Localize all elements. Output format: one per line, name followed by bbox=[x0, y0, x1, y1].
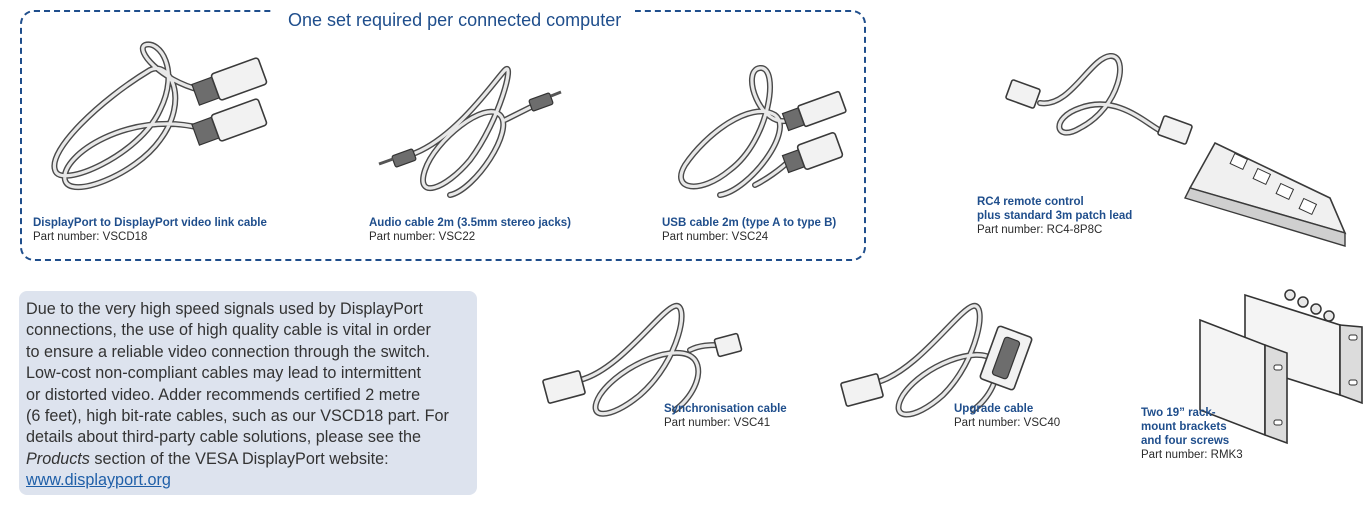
screws bbox=[1284, 289, 1335, 322]
remote-control-unit bbox=[1184, 141, 1347, 247]
caption-usb-cable: USB cable 2m (type A to type B) Part num… bbox=[662, 216, 836, 244]
caption-upgrade-cable: Upgrade cable Part number: VSC40 bbox=[954, 402, 1060, 430]
item-part-number: Part number: RMK3 bbox=[1141, 449, 1243, 461]
note-line: (6 feet), high bit-rate cables, such as … bbox=[26, 407, 449, 426]
audio-jack-left bbox=[378, 148, 417, 168]
caption-rc4-remote: RC4 remote control plus standard 3m patc… bbox=[977, 195, 1132, 237]
audio-cable-loop bbox=[407, 65, 538, 198]
note-line-rest: section of the VESA DisplayPort website: bbox=[89, 449, 389, 468]
item-part-number: Part number: VSC22 bbox=[369, 231, 476, 243]
displayport-cable-image bbox=[51, 41, 268, 191]
audio-cable-image bbox=[378, 65, 562, 198]
note-line: or distorted video. Adder recommends cer… bbox=[26, 385, 421, 404]
cable-quality-note: Due to the very high speed signals used … bbox=[19, 291, 477, 495]
usb-cable-loop bbox=[678, 65, 793, 198]
bracket-front bbox=[1199, 318, 1288, 445]
sync-cable-image bbox=[542, 302, 743, 417]
rj45-plug-left bbox=[542, 370, 586, 404]
usb-cable-image bbox=[678, 65, 847, 198]
frame-title: One set required per connected computer bbox=[274, 10, 636, 30]
displayport-cable-loop bbox=[51, 41, 203, 191]
note-line: connections, the use of high quality cab… bbox=[26, 321, 431, 340]
sync-cable-loop bbox=[577, 302, 723, 417]
upgrade-cable-loop bbox=[875, 302, 1000, 418]
audio-jack-right bbox=[528, 90, 562, 112]
patch-lead bbox=[1005, 53, 1193, 145]
displayport-website-link[interactable]: www.displayport.org bbox=[26, 471, 171, 490]
item-name-line1: Two 19” rack- bbox=[1141, 407, 1216, 419]
caption-audio-cable: Audio cable 2m (3.5mm stereo jacks) Part… bbox=[369, 216, 571, 244]
note-line: details about third-party cable solution… bbox=[26, 428, 422, 447]
rc4-remote-image bbox=[1005, 53, 1347, 247]
caption-sync-cable: Synchronisation cable Part number: VSC41 bbox=[664, 402, 787, 430]
item-name-line1: RC4 remote control bbox=[977, 196, 1084, 208]
item-name: USB cable 2m (type A to type B) bbox=[662, 217, 837, 229]
note-line: Products section of the VESA DisplayPort… bbox=[26, 449, 469, 470]
item-part-number: Part number: RC4-8P8C bbox=[977, 224, 1103, 236]
note-line: Low-cost non-compliant cables may lead t… bbox=[26, 364, 421, 383]
rj45-plug bbox=[840, 373, 884, 407]
item-name: Upgrade cable bbox=[954, 403, 1034, 415]
item-part-number: Part number: VSC24 bbox=[662, 231, 769, 243]
item-name: Audio cable 2m (3.5mm stereo jacks) bbox=[369, 217, 571, 229]
serial-connector bbox=[979, 325, 1033, 391]
displayport-plug-bottom bbox=[191, 98, 268, 146]
rj-plug-right bbox=[713, 332, 743, 358]
note-line: Due to the very high speed signals used … bbox=[26, 300, 423, 318]
caption-rack-brackets: Two 19” rack- mount brackets and four sc… bbox=[1141, 406, 1243, 462]
upgrade-cable-image bbox=[840, 302, 1033, 418]
item-part-number: Part number: VSCD18 bbox=[33, 231, 148, 243]
item-name-line3: and four screws bbox=[1141, 435, 1230, 447]
item-name-line2: mount brackets bbox=[1141, 421, 1227, 433]
displayport-plug-top bbox=[191, 57, 268, 106]
item-name: DisplayPort to DisplayPort video link ca… bbox=[33, 217, 267, 229]
note-line: to ensure a reliable video connection th… bbox=[26, 342, 431, 361]
item-part-number: Part number: VSC40 bbox=[954, 417, 1061, 429]
item-part-number: Part number: VSC41 bbox=[664, 417, 771, 429]
rack-brackets-image bbox=[1199, 289, 1363, 445]
usb-b-plug bbox=[781, 131, 844, 174]
usb-a-plug bbox=[781, 90, 847, 132]
required-set-frame: One set required per connected computer bbox=[20, 10, 866, 261]
item-name: Synchronisation cable bbox=[664, 403, 787, 415]
caption-displayport-cable: DisplayPort to DisplayPort video link ca… bbox=[33, 216, 267, 244]
products-emphasis: Products bbox=[26, 449, 90, 468]
item-name-line2: plus standard 3m patch lead bbox=[977, 210, 1133, 222]
